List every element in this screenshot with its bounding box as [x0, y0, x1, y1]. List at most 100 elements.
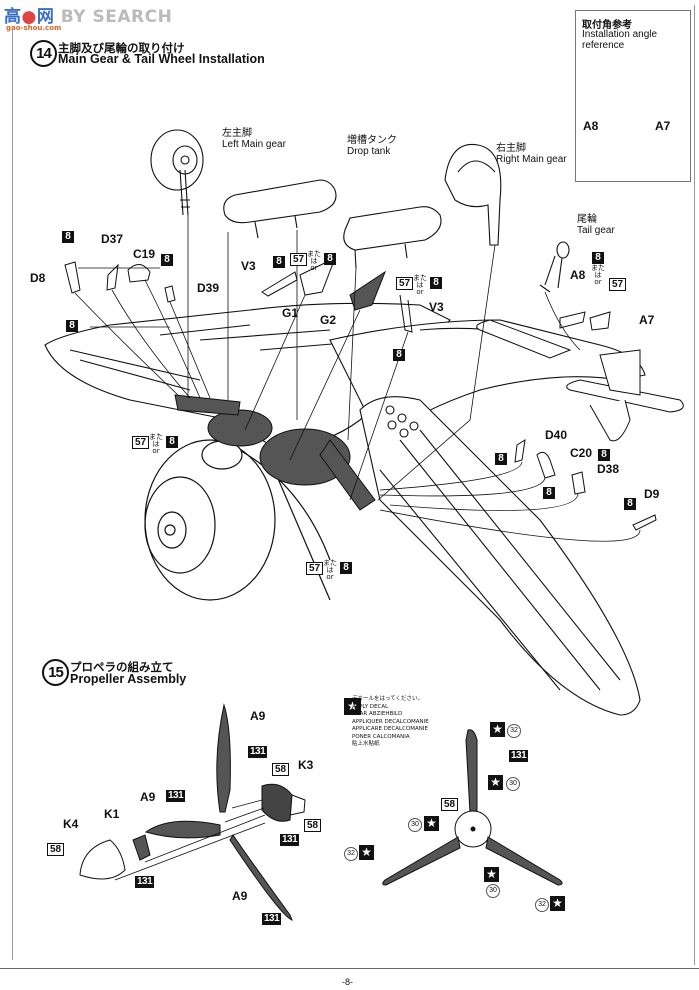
decal-star-icon: ★ — [484, 867, 499, 882]
right-wing — [359, 396, 641, 716]
decal-number: 32 — [535, 898, 549, 912]
paint-code-57: 57 — [396, 277, 414, 290]
part-label-g1: G1 — [282, 306, 299, 320]
paint-code-8: 8 — [430, 277, 442, 289]
part-label-c19: C19 — [133, 247, 156, 261]
left-main-gear-part — [150, 129, 204, 216]
reference-title-jp: 取付角参考 — [582, 20, 632, 31]
decal-star-icon: ★ — [424, 816, 439, 831]
watermark-url: gao-shou.com — [6, 24, 62, 32]
small-parts-left — [64, 261, 176, 303]
part-label-a9-mid: A9 — [140, 790, 156, 804]
decal-number: 30 — [506, 777, 520, 791]
part-label-a7: A7 — [639, 313, 655, 327]
step-15-title-jp: プロペラの組み立て — [70, 660, 174, 674]
reference-label-a8: A8 — [583, 119, 599, 133]
part-label-d37: D37 — [101, 232, 124, 246]
paint-code-8: 8 — [598, 449, 610, 461]
drop-tank-right — [343, 206, 442, 269]
paint-code-131: 131 — [248, 746, 268, 758]
page-number: -8- — [342, 977, 353, 987]
paint-code-57: 57 — [609, 278, 627, 291]
paint-code-8: 8 — [161, 254, 173, 266]
part-label-c20: C20 — [570, 446, 593, 460]
paint-code-131: 131 — [135, 876, 155, 888]
installation-angle-reference-box: 取付角参考 Installation angle reference — [575, 10, 691, 182]
tail-gear-part — [539, 241, 570, 293]
decal-star-icon: ★ — [359, 845, 374, 860]
decal-instruction-note: デカールをはってください。 APPLY DECAL HEAR ABZIEHBIL… — [352, 696, 429, 747]
right-main-gear-part — [444, 143, 502, 246]
drop-tank-left — [223, 179, 337, 239]
reference-label-a7: A7 — [655, 119, 671, 133]
paint-code-8: 8 — [66, 320, 78, 332]
paint-code-131: 131 — [509, 750, 529, 762]
wheel-wells — [174, 394, 376, 511]
part-label-d9: D9 — [644, 487, 660, 501]
paint-code-58: 58 — [441, 798, 459, 811]
step-15-title-en: Propeller Assembly — [70, 672, 187, 686]
decal-number: 30 — [486, 884, 500, 898]
step-15-number: 15 — [42, 659, 69, 686]
reference-title-en: Installation angle reference — [582, 29, 658, 51]
decal-star-icon: ★ — [344, 698, 361, 715]
part-label-g2: G2 — [320, 313, 337, 327]
propeller-exploded — [79, 703, 306, 921]
paint-code-8: 8 — [340, 562, 352, 574]
propeller-arrows — [114, 799, 266, 881]
decal-number: 32 — [507, 724, 521, 738]
page-frame-right — [694, 5, 695, 965]
paint-code-58: 58 — [47, 843, 65, 856]
part-label-k1: K1 — [104, 807, 120, 821]
part-label-a9-top: A9 — [250, 709, 266, 723]
step-14-title-en: Main Gear & Tail Wheel Installation — [58, 52, 265, 66]
small-parts-right — [514, 311, 657, 531]
page-frame-left — [12, 30, 13, 960]
gear-doors — [261, 256, 413, 333]
watermark: 高●网 BY SEARCH — [4, 7, 173, 27]
part-label-v3-right: V3 — [429, 300, 444, 314]
paint-code-57: 57 — [306, 562, 324, 575]
propeller-assembled — [382, 729, 563, 886]
tail-planes — [476, 319, 684, 442]
paint-code-8: 8 — [62, 231, 74, 243]
paint-code-8: 8 — [543, 487, 555, 499]
paint-code-131: 131 — [262, 913, 282, 925]
paint-code-8: 8 — [273, 256, 285, 268]
part-label-d39: D39 — [197, 281, 220, 295]
part-label-d40: D40 — [545, 428, 568, 442]
paint-code-8: 8 — [393, 349, 405, 361]
paint-code-57: 57 — [132, 436, 150, 449]
paint-code-8: 8 — [495, 453, 507, 465]
part-label-a9-bottom: A9 — [232, 889, 248, 903]
paint-code-57: 57 — [290, 253, 308, 266]
engine-cowling — [144, 439, 331, 601]
decal-number: 30 — [408, 818, 422, 832]
paint-code-131: 131 — [280, 834, 300, 846]
step-14-number: 14 — [30, 40, 57, 67]
paint-code-8: 8 — [166, 436, 178, 448]
paint-code-58: 58 — [304, 819, 322, 832]
part-label-d8: D8 — [30, 271, 46, 285]
leader-lines — [74, 215, 641, 542]
paint-code-8: 8 — [624, 498, 636, 510]
decal-star-icon: ★ — [488, 775, 503, 790]
paint-code-8: 8 — [324, 253, 336, 265]
paint-code-131: 131 — [166, 790, 186, 802]
part-label-v3-left: V3 — [241, 259, 256, 273]
step-14-title-jp: 主脚及び尾輪の取り付け — [58, 41, 185, 55]
part-label-k3: K3 — [298, 758, 314, 772]
decal-star-icon: ★ — [490, 722, 505, 737]
paint-code-58: 58 — [272, 763, 290, 776]
page-frame-bottom — [0, 968, 699, 969]
